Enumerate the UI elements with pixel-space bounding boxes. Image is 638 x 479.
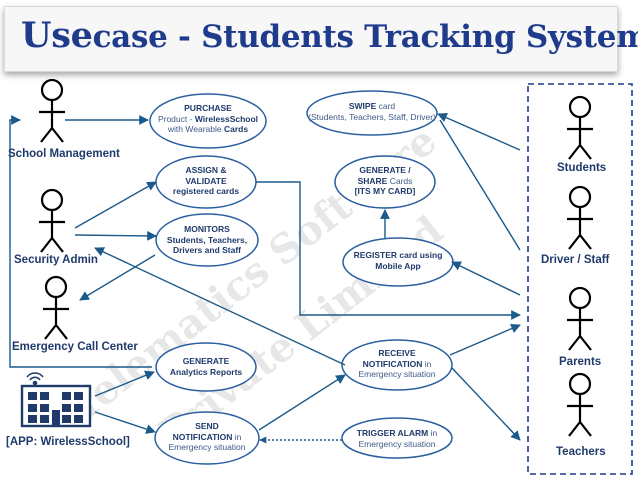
teachers-actor-icon — [565, 372, 595, 438]
usecase-monitors-text: MONITORS Students, Teachers, Drivers and… — [166, 224, 248, 256]
actor-label-emergency-call-center: Emergency Call Center — [12, 341, 138, 353]
students-actor-icon — [565, 95, 595, 161]
connector-receive-teachers — [451, 367, 521, 441]
usecase-receive-text: RECEIVE NOTIFICATION in Emergency situat… — [358, 348, 436, 380]
actor-label-students: Students — [557, 162, 607, 174]
connector-school-mgmt-line — [9, 115, 152, 368]
usecase-register-text: REGISTER card using Mobile App — [353, 250, 443, 271]
wifi-icon — [26, 372, 44, 386]
connector-send-receive — [258, 374, 346, 431]
usecase-send-text: SEND NOTIFICATION in Emergency situation — [168, 421, 246, 453]
building-icon — [20, 384, 92, 428]
connector-students-swipe — [437, 113, 521, 151]
connector-assign — [74, 181, 157, 229]
actor-label-teachers: Teachers — [556, 446, 606, 458]
usecase-receive-notification — [341, 339, 453, 391]
title-banner: Usecase - Students Tracking System — [4, 6, 638, 72]
connector-security-receive — [94, 247, 346, 366]
usecase-swipe-card — [306, 90, 438, 136]
usecase-trigger-alarm — [341, 417, 453, 459]
connector-receive-parents — [449, 323, 521, 356]
usecase-assign-text: ASSIGN & VALIDATE registered cards — [172, 165, 240, 197]
connector-monitor-emergency — [79, 254, 156, 301]
connector-assign-right — [256, 181, 521, 320]
actor-label-parents: Parents — [559, 356, 602, 368]
connector-app-send — [94, 411, 156, 434]
usecase-purchase-text: PURCHASE Product - WirelessSchool with W… — [157, 103, 259, 135]
usecase-trigger-text: TRIGGER ALARM in Emergency situation — [356, 428, 438, 449]
driver-staff-actor-icon — [565, 185, 595, 251]
actor-label-security-admin: Security Admin — [14, 254, 98, 266]
school-management-actor-icon — [37, 78, 67, 144]
actor-label-school-management: School Management — [8, 148, 120, 160]
page-title: Usecase - Students Tracking System — [21, 15, 638, 56]
connector-parents-register — [451, 261, 521, 296]
connector-app-analytics — [94, 370, 155, 397]
actor-label-driver-staff: Driver / Staff — [541, 254, 610, 266]
usecase-analytics-text: GENERATE Analytics Reports — [169, 356, 243, 377]
usecase-generate-share-text: GENERATE / SHARE Cards [ITS MY CARD] — [354, 165, 416, 197]
usecase-swipe-text: SWIPE card (Students, Teachers, Staff, D… — [308, 101, 436, 122]
right-actors-boundary — [527, 83, 633, 475]
security-admin-actor-icon — [37, 188, 67, 254]
emergency-call-center-actor-icon — [41, 275, 71, 341]
parents-actor-icon — [565, 286, 595, 352]
connector-driver-swipe — [439, 119, 521, 251]
connector-monitors — [74, 230, 157, 241]
usecase-purchase — [149, 93, 267, 149]
actor-label-app: [APP: WirelessSchool] — [6, 436, 130, 448]
usecase-send-notification — [154, 411, 260, 465]
usecase-generate-analytics — [155, 342, 257, 392]
